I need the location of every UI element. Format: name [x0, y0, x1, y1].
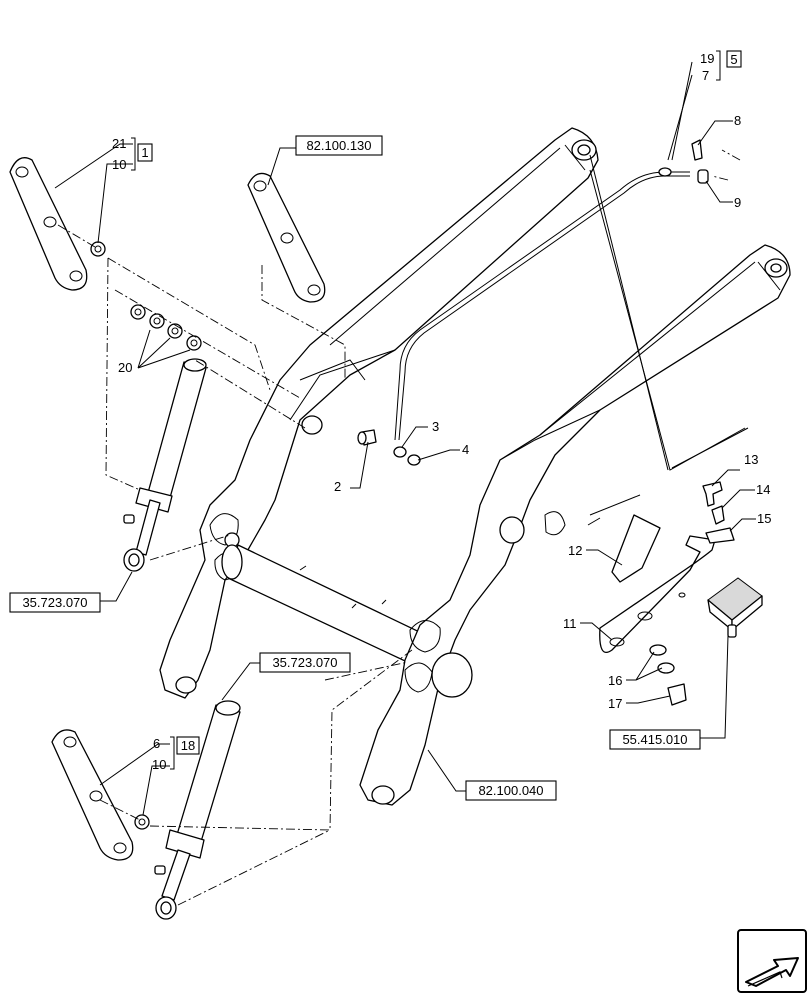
bracket-part-11 [599, 535, 716, 654]
washer-part-4 [407, 454, 421, 466]
svg-text:35.723.070: 35.723.070 [22, 595, 87, 610]
hydraulic-line [394, 167, 690, 441]
bushings-part-20 [130, 304, 202, 351]
callout-17: 17 [608, 696, 622, 711]
callout-5: 5 [730, 52, 737, 67]
callout-labels: 19 5 7 8 9 21 1 10 20 2 3 4 13 14 15 12 … [112, 50, 771, 772]
callout-12: 12 [568, 543, 582, 558]
callout-15: 15 [757, 511, 771, 526]
callout-16: 16 [608, 673, 622, 688]
bushing-part-10-upper [90, 241, 106, 257]
alignment-lines [57, 149, 741, 906]
bolt-part-14 [711, 505, 725, 525]
reference-55-415-010[interactable]: 55.415.010 [609, 729, 701, 750]
callout-20: 20 [118, 360, 132, 375]
cylinder-upper [123, 358, 207, 572]
connector-part-15 [705, 527, 735, 544]
loader-arm-upper [159, 127, 599, 699]
svg-text:82.100.040: 82.100.040 [478, 783, 543, 798]
callout-1: 1 [141, 145, 148, 160]
fitting-part-3 [393, 446, 407, 458]
cross-tube [221, 544, 433, 669]
fitting-part-2 [357, 429, 377, 446]
callout-5-box [726, 50, 742, 68]
bolt-part-17 [667, 683, 687, 706]
callout-13: 13 [744, 452, 758, 467]
leader-lines [54, 61, 756, 816]
section-divider [587, 427, 749, 526]
callout-9: 9 [734, 195, 741, 210]
callout-11: 11 [563, 616, 577, 631]
callout-6: 6 [153, 736, 160, 751]
svg-text:55.415.010: 55.415.010 [622, 732, 687, 747]
svg-text:82.100.130: 82.100.130 [306, 138, 371, 153]
reference-82-100-040[interactable]: 82.100.040 [465, 780, 557, 801]
bracket-part-12 [611, 514, 661, 583]
washer-part-16 [649, 644, 675, 674]
bushing-part-10-lower [134, 814, 150, 830]
callout-4: 4 [462, 442, 469, 457]
reference-35-723-070-left[interactable]: 35.723.070 [9, 592, 101, 613]
cylinder-lower [154, 700, 241, 920]
sensor-ref-55-415-010 [707, 577, 763, 638]
callout-18: 18 [181, 738, 195, 753]
plate-part-21 [9, 157, 88, 291]
callout-10-lower: 10 [152, 757, 166, 772]
svg-text:35.723.070: 35.723.070 [272, 655, 337, 670]
callout-7: 7 [702, 68, 709, 83]
plate-part-6 [51, 729, 134, 861]
callout-21: 21 [112, 136, 126, 151]
next-page-arrow-icon[interactable] [737, 929, 807, 993]
reference-82-100-130[interactable]: 82.100.130 [295, 135, 383, 156]
callout-14: 14 [756, 482, 770, 497]
bolt-part-13 [702, 481, 723, 507]
plate-ref-82-100-130 [247, 172, 326, 303]
callout-10-upper: 10 [112, 157, 126, 172]
callout-19: 19 [700, 51, 714, 66]
pin-part-8 [691, 139, 703, 161]
callout-8: 8 [734, 113, 741, 128]
bushing-part-9 [697, 169, 709, 184]
reference-35-723-070-mid[interactable]: 35.723.070 [259, 652, 351, 673]
callout-3: 3 [432, 419, 439, 434]
callout-1-box [137, 143, 153, 162]
callout-18-box [176, 736, 200, 755]
loader-arm-lower [359, 244, 791, 806]
callout-2: 2 [334, 479, 341, 494]
